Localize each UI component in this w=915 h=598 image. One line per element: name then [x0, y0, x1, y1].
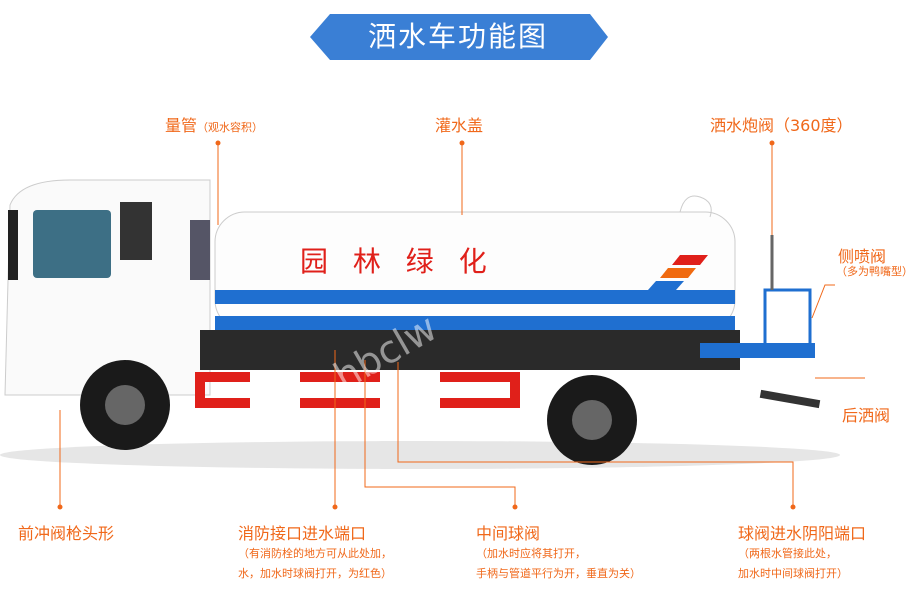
water-tank — [214, 195, 736, 331]
tank-text: 园 林 绿 化 — [300, 245, 495, 278]
label-middle-valve: 中间球阀 （加水时应将其打开， 手柄与管道平行为开，垂直为关） — [476, 524, 641, 580]
label-front-flush: 前冲阀枪头形 — [18, 524, 115, 543]
label-fire-inlet: 消防接口进水端口 （有消防栓的地方可从此处加， 水，加水时球阀打开，为红色） — [238, 524, 392, 580]
page-title: 洒水车功能图 — [367, 20, 548, 53]
rear-spray-bar — [759, 389, 821, 409]
front-wheel — [80, 360, 170, 450]
label-side-spray: 侧喷阀 — [838, 247, 887, 266]
label-inlet-port: 球阀进水阴阳端口 （两根水管接此处， 加水时中间球阀打开） — [738, 524, 867, 580]
label-side-spray-note: （多为鸭嘴型） — [836, 265, 913, 278]
leader-lines — [59, 143, 865, 507]
cab — [4, 179, 211, 396]
label-cannon-valve: 洒水炮阀（360度） — [710, 116, 853, 135]
label-gauge: 量管（观水容积） — [165, 116, 264, 135]
label-fill-cap: 灌水盖 — [435, 116, 484, 135]
side-spray-frame — [763, 288, 812, 347]
rear-wheel — [547, 375, 637, 465]
chassis — [200, 330, 740, 370]
guard-rail — [195, 372, 520, 408]
label-rear-spray: 后洒阀 — [842, 406, 891, 425]
title-banner — [310, 14, 608, 60]
rear-platform — [700, 343, 815, 358]
